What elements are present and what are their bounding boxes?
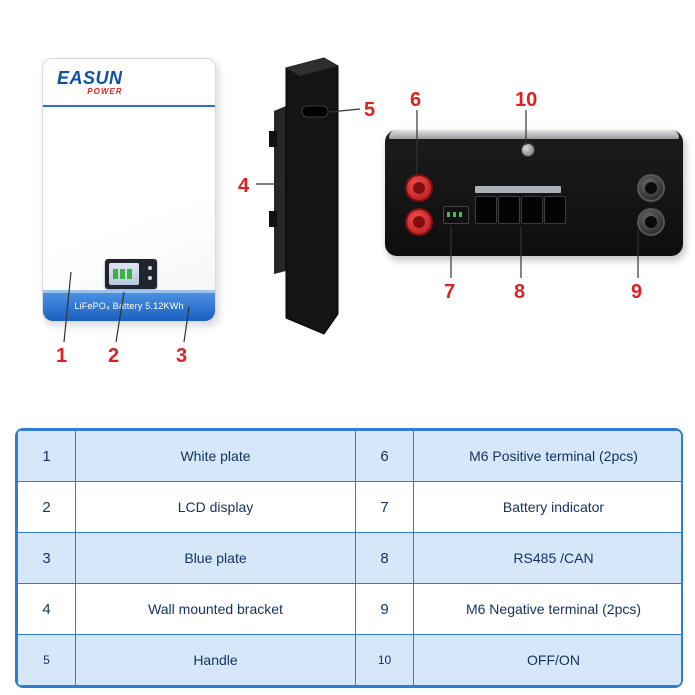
table-row: 4 Wall mounted bracket 9 M6 Negative ter… xyxy=(17,583,681,635)
callout-number-3: 3 xyxy=(176,345,188,367)
battery-model-label: LiFePO₄ Battery 5.12KWh xyxy=(74,301,184,311)
handle-slot xyxy=(301,105,329,118)
table-row: 1 White plate 6 M6 Positive terminal (2p… xyxy=(17,430,681,482)
bracket-top-face xyxy=(286,58,338,76)
logo-easun-text: EASUN xyxy=(57,68,123,88)
lcd-button-icon xyxy=(148,276,152,280)
part-number: 2 xyxy=(17,481,76,533)
part-number: 5 xyxy=(17,634,76,686)
part-number: 6 xyxy=(355,430,414,482)
logo-power-text: POWER xyxy=(87,87,123,96)
lcd-button-icon xyxy=(148,266,152,270)
parts-table: 1 White plate 6 M6 Positive terminal (2p… xyxy=(17,430,681,686)
lcd-display xyxy=(105,259,157,289)
table-row: 2 LCD display 7 Battery indicator xyxy=(17,481,681,533)
blue-pinstripe xyxy=(43,105,215,107)
callout-number-2: 2 xyxy=(108,345,120,367)
battery-bar-icon xyxy=(120,269,125,279)
positive-terminal xyxy=(405,208,433,236)
bracket-wall-plate xyxy=(274,106,286,274)
part-label: Blue plate xyxy=(75,532,356,584)
back-top-edge xyxy=(389,130,679,139)
comm-port xyxy=(544,196,566,224)
callout-number-10: 10 xyxy=(515,89,538,111)
part-number: 7 xyxy=(355,481,414,533)
battery-back-view xyxy=(385,130,683,256)
on-off-screw xyxy=(521,143,535,157)
callout-number-8: 8 xyxy=(514,281,526,303)
parts-table-wrapper: 1 White plate 6 M6 Positive terminal (2p… xyxy=(15,428,683,688)
can-port xyxy=(498,196,520,224)
part-number: 9 xyxy=(355,583,414,635)
callout-number-1: 1 xyxy=(56,345,68,367)
wall-bracket-side-view xyxy=(269,57,339,335)
negative-terminal xyxy=(637,208,665,236)
easun-power-logo: EASUN POWER xyxy=(57,69,123,96)
bracket-hook xyxy=(269,211,277,227)
battery-model-band: LiFePO₄ Battery 5.12KWh xyxy=(43,290,215,321)
callout-number-6: 6 xyxy=(410,89,422,111)
part-number: 1 xyxy=(17,430,76,482)
part-number: 8 xyxy=(355,532,414,584)
part-label: M6 Negative terminal (2pcs) xyxy=(413,583,681,635)
table-row: 3 Blue plate 8 RS485 /CAN xyxy=(17,532,681,584)
battery-indicator xyxy=(443,206,469,224)
bracket-body xyxy=(285,57,339,335)
part-number: 4 xyxy=(17,583,76,635)
callout-number-9: 9 xyxy=(631,281,643,303)
battery-bar-icon xyxy=(113,269,118,279)
part-label: OFF/ON xyxy=(413,634,681,686)
callout-number-5: 5 xyxy=(364,99,376,121)
part-number: 10 xyxy=(355,634,414,686)
battery-bar-icon xyxy=(127,269,132,279)
callout-number-7: 7 xyxy=(444,281,456,303)
battery-front-view: EASUN POWER LiFePO₄ Battery 5.12KWh xyxy=(42,58,216,322)
comm-port xyxy=(521,196,543,224)
part-label: White plate xyxy=(75,430,356,482)
part-label: Battery indicator xyxy=(413,481,681,533)
lcd-screen xyxy=(109,263,139,285)
part-number: 3 xyxy=(17,532,76,584)
part-label: Wall mounted bracket xyxy=(75,583,356,635)
port-label-strip xyxy=(475,186,561,193)
table-row: 5 Handle 10 OFF/ON xyxy=(17,634,681,686)
callout-number-4: 4 xyxy=(238,175,250,197)
negative-terminal xyxy=(637,174,665,202)
rs485-port xyxy=(475,196,497,224)
bracket-hook xyxy=(269,131,277,147)
positive-terminal xyxy=(405,174,433,202)
part-label: LCD display xyxy=(75,481,356,533)
part-label: Handle xyxy=(75,634,356,686)
part-label: M6 Positive terminal (2pcs) xyxy=(413,430,681,482)
product-diagram: EASUN POWER LiFePO₄ Battery 5.12KWh xyxy=(42,57,683,367)
part-label: RS485 /CAN xyxy=(413,532,681,584)
